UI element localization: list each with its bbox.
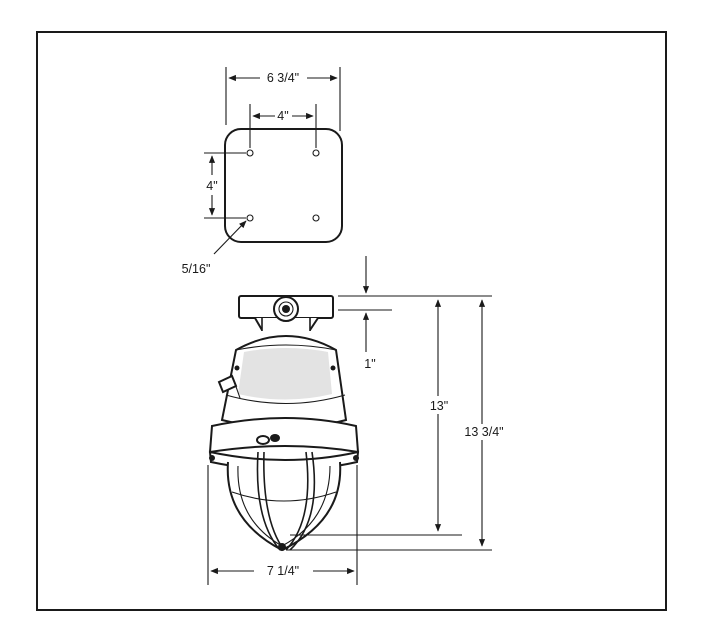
hole-spacing-horizontal-label: 4" bbox=[277, 109, 288, 123]
drawing-frame bbox=[36, 31, 667, 611]
cap-height-label: 1" bbox=[364, 357, 375, 371]
hole-spacing-vertical-label: 4" bbox=[206, 179, 217, 193]
mounting-hole bbox=[312, 149, 320, 157]
mounting-hole bbox=[246, 149, 254, 157]
hole-spacing-vertical-dimension: 4" bbox=[204, 152, 246, 219]
hole-spacing-horizontal-dimension: 4" bbox=[249, 104, 317, 148]
plate-width-dimension: 6 3/4" bbox=[225, 67, 341, 131]
cap-height-dimension: 1" bbox=[338, 256, 406, 371]
hole-diameter-label: 5/16" bbox=[182, 262, 211, 276]
plate-width-label: 6 3/4" bbox=[267, 71, 299, 85]
mounting-hole bbox=[246, 214, 254, 222]
bezel-ring bbox=[208, 417, 360, 454]
light-fixture bbox=[208, 295, 360, 552]
fixture-width-dimension: 7 1/4" bbox=[207, 465, 358, 585]
fixture-width-label: 7 1/4" bbox=[267, 564, 299, 578]
mounting-plate bbox=[224, 128, 343, 243]
overall-height-dimension: 13 3/4" bbox=[286, 295, 504, 551]
overall-height-label: 13 3/4" bbox=[464, 425, 503, 439]
hole-diameter-callout: 5/16" bbox=[182, 220, 247, 276]
fixture-height-label: 13" bbox=[430, 399, 448, 413]
mounting-hole bbox=[312, 214, 320, 222]
